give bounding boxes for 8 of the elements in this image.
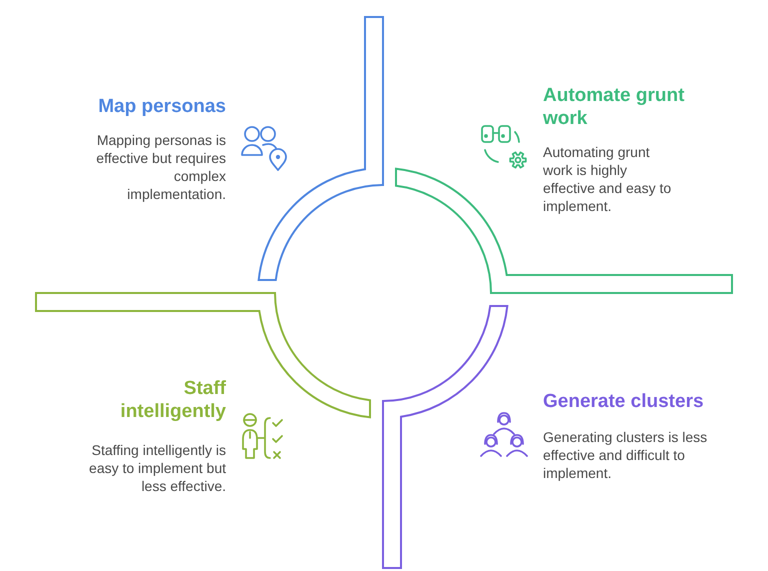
description: Automating grunt work is highly effective and easy to implement. <box>543 143 672 215</box>
heading: Map personas <box>97 95 226 118</box>
heading: Staff intelligently <box>119 377 226 423</box>
heading: Automate grunt work <box>543 84 686 130</box>
description: Mapping personas is effective but requires complex implementation. <box>95 131 226 203</box>
heading: Generate clusters <box>543 390 705 413</box>
description: Generating clusters is less effective and difficult to implement. <box>543 428 708 482</box>
description: Staffing intelligently is easy to implement but less effective. <box>88 441 226 495</box>
